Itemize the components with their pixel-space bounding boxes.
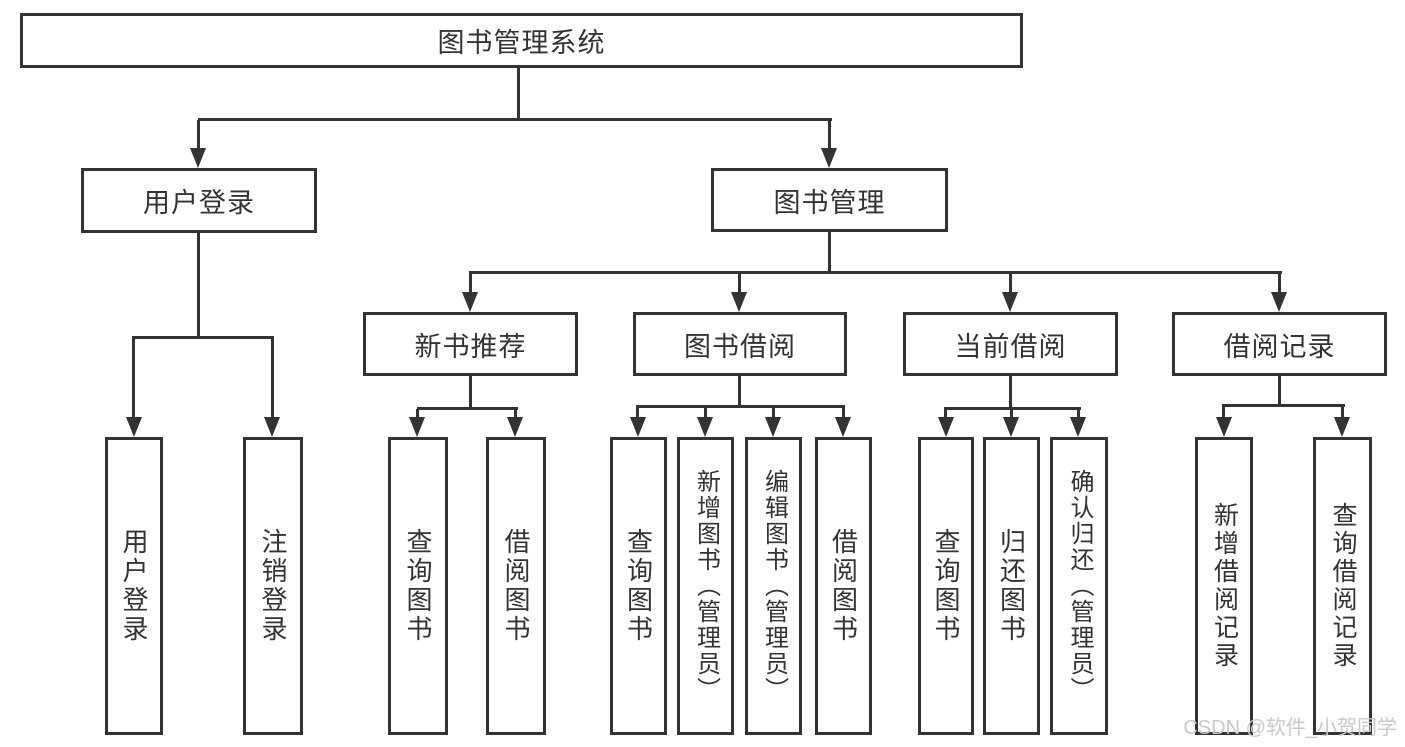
node-borrowing-records: 借阅记录 xyxy=(1172,312,1387,376)
leaf-logout-label: 注销登录 xyxy=(258,528,288,644)
connector-l4-down xyxy=(1009,376,1012,409)
node-user-login-label: 用户登录 xyxy=(143,188,255,218)
arrowhead-leaf xyxy=(630,417,646,437)
connector-l4-down xyxy=(738,376,741,407)
leaf-query-books-recommend-label: 查询图书 xyxy=(403,528,433,644)
connector-book-mgmt-stem xyxy=(828,120,831,150)
leaf-query-books-current-label: 查询图书 xyxy=(931,528,961,644)
connector-l3-stem xyxy=(738,273,741,294)
connector-leaf-stem xyxy=(416,409,419,419)
leaf-return-books: 归还图书 xyxy=(983,437,1040,735)
arrowhead-leaf xyxy=(1216,417,1232,437)
node-current-borrowing: 当前借阅 xyxy=(903,312,1118,376)
leaf-user-login-label: 用户登录 xyxy=(119,528,149,644)
node-book-borrowing: 图书借阅 xyxy=(633,312,847,376)
arrowhead-leaf xyxy=(1003,417,1019,437)
node-library-system-label: 图书管理系统 xyxy=(437,28,606,58)
node-new-book-recommendation-label: 新书推荐 xyxy=(414,331,527,362)
leaf-edit-books-admin: 编辑图书（管理员） xyxy=(745,437,802,735)
arrowhead-leaf xyxy=(938,417,954,437)
connector-l4-branch xyxy=(636,405,845,408)
arrowhead-leaf xyxy=(264,417,280,437)
connector-login-down xyxy=(197,233,200,338)
leaf-add-borrow-record-label: 新增借阅记录 xyxy=(1210,502,1239,670)
arrowhead-l3 xyxy=(462,292,478,312)
connector-mgmt-down xyxy=(828,232,831,274)
connector-root-branch xyxy=(198,118,832,121)
connector-leaf-stem xyxy=(944,409,947,419)
leaf-borrow-books-recommend-label: 借阅图书 xyxy=(501,528,531,644)
node-borrowing-records-label: 借阅记录 xyxy=(1223,331,1336,362)
connector-leaf-stem xyxy=(704,407,707,419)
node-book-borrowing-label: 图书借阅 xyxy=(684,331,796,362)
leaf-edit-books-admin-label: 编辑图书（管理员） xyxy=(760,469,788,703)
arrowhead-leaf xyxy=(1070,417,1086,437)
leaf-add-borrow-record: 新增借阅记录 xyxy=(1195,437,1253,735)
node-user-login: 用户登录 xyxy=(81,168,317,233)
connector-leaf-stem xyxy=(514,409,517,419)
leaf-add-books-admin: 新增图书（管理员） xyxy=(677,437,734,735)
leaf-confirm-return-admin: 确认归还（管理员） xyxy=(1050,437,1108,735)
connector-user-login-stem xyxy=(197,120,200,150)
leaf-borrow-books-recommend: 借阅图书 xyxy=(486,437,546,735)
connector-leaf-stem xyxy=(842,407,845,419)
connector-l4-down xyxy=(469,376,472,409)
arrowhead-leaf xyxy=(765,417,781,437)
connector-login-branch xyxy=(132,336,274,339)
connector-leaf-stem xyxy=(1077,409,1080,419)
connector-leaf-stem xyxy=(772,407,775,419)
leaf-query-books-borrowing-label: 查询图书 xyxy=(623,528,654,644)
arrowhead-l3 xyxy=(1271,292,1287,312)
connector-l3-stem xyxy=(469,273,472,294)
arrowhead-leaf xyxy=(126,417,142,437)
arrowhead-l3 xyxy=(1002,292,1018,312)
arrowhead-book-mgmt xyxy=(821,148,837,168)
leaf-borrow-books-borrowing: 借阅图书 xyxy=(815,437,872,735)
connector-l4-branch xyxy=(417,407,518,410)
connector-leaf-stem xyxy=(1341,406,1344,419)
arrowhead-leaf xyxy=(697,417,713,437)
arrowhead-leaf xyxy=(835,417,851,437)
connector-leaf-stem xyxy=(132,338,135,418)
leaf-query-books-recommend: 查询图书 xyxy=(388,437,448,735)
leaf-query-borrow-record-label: 查询借阅记录 xyxy=(1329,502,1357,670)
connector-l4-branch xyxy=(1222,404,1345,407)
leaf-borrow-books-borrowing-label: 借阅图书 xyxy=(828,528,859,644)
connector-l4-branch xyxy=(944,407,1081,410)
leaf-return-books-label: 归还图书 xyxy=(996,528,1027,644)
node-new-book-recommendation: 新书推荐 xyxy=(363,312,578,376)
leaf-query-books-borrowing: 查询图书 xyxy=(610,437,667,735)
connector-leaf-stem xyxy=(1010,409,1013,419)
connector-leaf-stem xyxy=(1222,406,1225,419)
node-book-management-label: 图书管理 xyxy=(773,187,886,218)
csdn-watermark: CSDN @软件_小贺同学 xyxy=(1183,717,1397,739)
leaf-add-books-admin-label: 新增图书（管理员） xyxy=(692,469,720,703)
arrowhead-leaf xyxy=(409,417,425,437)
connector-l3-stem xyxy=(1278,273,1281,294)
arrowhead-l3 xyxy=(731,292,747,312)
connector-root-stem xyxy=(517,68,520,120)
connector-l4-down xyxy=(1278,376,1281,406)
node-current-borrowing-label: 当前借阅 xyxy=(954,331,1067,362)
arrowhead-user-login xyxy=(190,148,206,168)
node-library-system: 图书管理系统 xyxy=(20,13,1023,68)
connector-leaf-stem xyxy=(271,338,274,418)
leaf-user-login: 用户登录 xyxy=(105,437,163,735)
leaf-confirm-return-admin-label: 确认归还（管理员） xyxy=(1066,469,1093,703)
connector-mgmt-branch xyxy=(469,271,1282,274)
arrowhead-leaf xyxy=(507,417,523,437)
connector-leaf-stem xyxy=(636,407,639,419)
node-book-management: 图书管理 xyxy=(711,168,948,232)
leaf-query-borrow-record: 查询借阅记录 xyxy=(1313,437,1372,735)
connector-l3-stem xyxy=(1009,273,1012,294)
leaf-query-books-current: 查询图书 xyxy=(918,437,974,735)
arrowhead-leaf xyxy=(1334,417,1350,437)
leaf-logout: 注销登录 xyxy=(243,437,303,735)
